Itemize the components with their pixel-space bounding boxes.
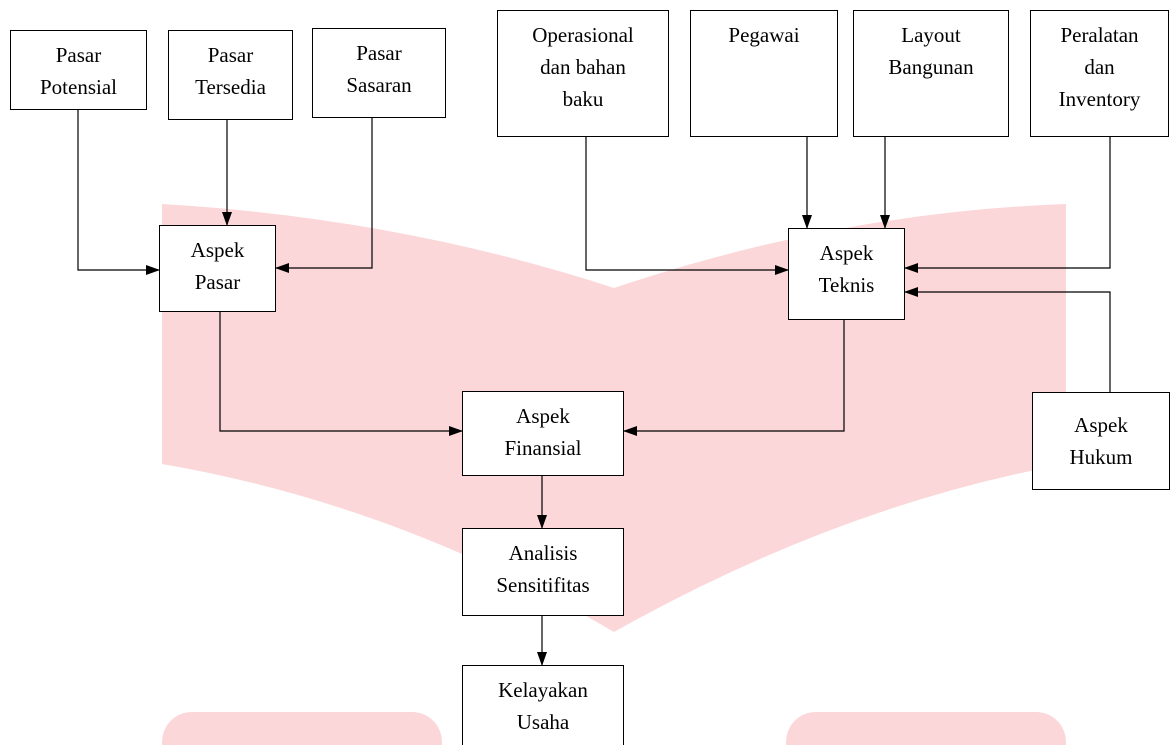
book-right-page <box>614 204 1066 632</box>
node-aspek-hukum: Aspek Hukum <box>1032 392 1170 490</box>
node-layout-bangunan-label: Layout Bangunan <box>888 23 974 79</box>
node-pasar-potensial: Pasar Potensial <box>10 30 147 110</box>
node-aspek-pasar-label: Aspek Pasar <box>190 238 245 294</box>
node-aspek-teknis-label: Aspek Teknis <box>818 241 875 297</box>
node-aspek-finansial-label: Aspek Finansial <box>504 404 582 460</box>
edge-peralatan-to-aspek-teknis <box>904 137 1111 273</box>
node-peralatan: Peralatan dan Inventory <box>1030 10 1169 137</box>
node-pasar-tersedia: Pasar Tersedia <box>168 30 293 120</box>
edge-pasar-sasaran-to-aspek-pasar <box>275 118 373 273</box>
edge-pasar-potensial-to-aspek-pasar <box>77 110 160 275</box>
node-analisis-sensitifitas-label: Analisis Sensitifitas <box>496 541 590 597</box>
node-layout-bangunan: Layout Bangunan <box>853 10 1009 137</box>
node-pegawai: Pegawai <box>690 10 838 137</box>
edge-aspek-pasar-to-aspek-finansial <box>219 312 463 436</box>
edge-aspek-teknis-to-aspek-finansial <box>623 320 845 436</box>
node-pasar-tersedia-label: Pasar Tersedia <box>195 43 266 99</box>
node-aspek-hukum-label: Aspek Hukum <box>1069 413 1133 469</box>
node-pegawai-label: Pegawai <box>728 23 800 47</box>
book-bottom-right-shape <box>786 712 1066 745</box>
node-aspek-teknis: Aspek Teknis <box>788 228 905 320</box>
edge-operasional-to-aspek-teknis <box>585 137 789 275</box>
edge-aspek-hukum-to-aspek-teknis <box>904 287 1111 392</box>
node-kelayakan-usaha-label: Kelayakan Usaha <box>498 678 588 734</box>
node-pasar-sasaran: Pasar Sasaran <box>312 28 446 118</box>
node-aspek-pasar: Aspek Pasar <box>159 225 276 312</box>
node-peralatan-label: Peralatan dan Inventory <box>1058 23 1141 111</box>
node-pasar-sasaran-label: Pasar Sasaran <box>346 41 412 97</box>
node-operasional: Operasional dan bahan baku <box>497 10 669 137</box>
node-operasional-label: Operasional dan bahan baku <box>532 23 634 111</box>
book-bottom-left-shape <box>162 712 442 745</box>
node-pasar-potensial-label: Pasar Potensial <box>40 43 117 99</box>
node-kelayakan-usaha: Kelayakan Usaha <box>462 665 624 745</box>
node-analisis-sensitifitas: Analisis Sensitifitas <box>462 528 624 616</box>
node-aspek-finansial: Aspek Finansial <box>462 391 624 476</box>
